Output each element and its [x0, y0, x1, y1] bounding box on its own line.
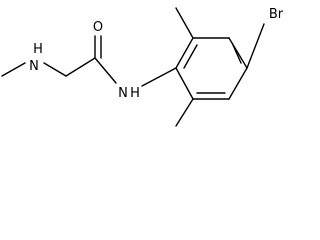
bond-amine-ch2: [43, 62, 67, 77]
amide-n-label: N: [118, 86, 128, 101]
bond-amide-ring: [141, 67, 177, 87]
amide-h-label: H: [130, 86, 140, 101]
bond-methyl-amine: [1, 62, 26, 77]
bond-carbonyl-amide: [94, 57, 117, 84]
bond-ch2-carbonyl: [65, 57, 96, 77]
amine-n-label: N: [29, 59, 39, 74]
ring-bond-3: [228, 37, 248, 69]
ring-bond-4: [228, 67, 248, 100]
bond-ring-br: [246, 23, 265, 69]
ring-inner-bond-1: [183, 44, 198, 69]
amine-h-label: H: [33, 42, 43, 57]
bromine-label: Br: [269, 7, 284, 22]
ring-inner-bond-2: [232, 44, 242, 64]
ring-bond-1: [175, 37, 194, 69]
bond-ring-methyl-bottom: [175, 98, 194, 127]
ring-bond-6: [175, 67, 194, 100]
molecule-structure: N H O N H Br: [1, 7, 284, 127]
bond-ring-methyl-top: [175, 7, 194, 39]
carbonyl-o-label: O: [93, 20, 103, 35]
